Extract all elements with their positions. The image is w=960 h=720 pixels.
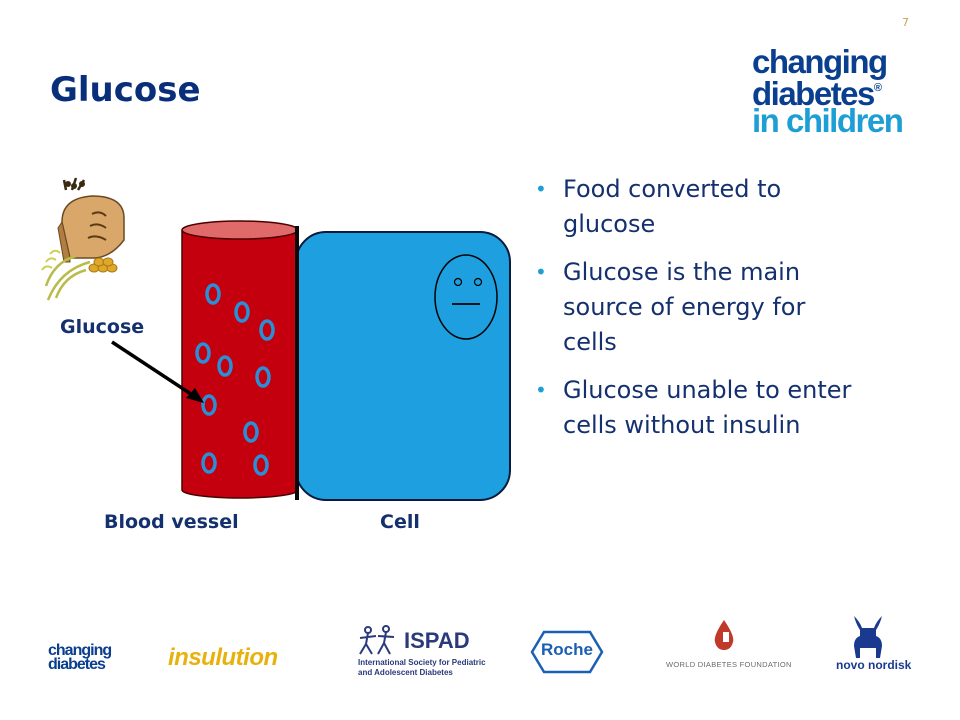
wdf-drop-icon [714,620,734,650]
bullet-item: • Food converted to glucose [535,172,865,242]
glucose-molecule-icon [234,301,250,323]
glucose-molecules [195,283,275,476]
registered-mark: ® [873,82,882,94]
glucose-molecule-icon [259,319,275,341]
bread-grain-icon [41,177,125,301]
glucose-molecule-icon [201,394,217,416]
slide-number: 7 [902,16,909,29]
glucose-diagram [41,177,511,501]
novo-nordisk-bull-icon [854,616,882,658]
wdf-logo-text: WORLD DIABETES FOUNDATION [666,660,792,669]
novo-nordisk-logo: novo nordisk [836,658,912,672]
bullet-dot-icon: • [535,260,547,284]
glucose-molecule-icon [217,355,233,377]
roche-hexagon-icon [530,630,604,674]
glucose-molecule-icon [195,342,211,364]
bullet-item: • Glucose unable to enter cells without i… [535,373,865,443]
ispad-logo-name: ISPAD [404,628,470,653]
glucose-label: Glucose [60,316,145,338]
smiley-face-icon [434,254,498,340]
glucose-molecule-icon [201,452,217,474]
blood-vessel-label: Blood vessel [104,511,239,533]
bullet-item: • Glucose is the main source of energy fo… [535,255,865,360]
glucose-molecule-icon [243,421,259,443]
bullet-dot-icon: • [535,378,547,402]
bullet-list: • Food converted to glucose • Glucose is t… [535,172,865,456]
brand-logo-line1: changing [752,43,888,80]
ispad-logo-subtitle-2: and Adolescent Diabetes [358,668,453,677]
changing-diabetes-in-children-logo: changing diabetes® in children [752,43,922,139]
footer-logos: changing diabetes insulution ISPAD Inter… [0,600,960,710]
bullet-dot-icon: • [535,177,547,201]
blood-vessel-shape [181,220,299,499]
changing-diabetes-line1: changing [48,642,112,659]
brand-logo-line2: diabetes [752,75,875,112]
brand-logo-line3: in children [752,102,904,139]
bullet-text: Food converted to glucose [563,175,782,238]
ispad-figures-icon [359,625,395,655]
changing-diabetes-line2: diabetes [48,656,106,673]
changing-diabetes-logo: changing diabetes [48,642,112,673]
bullet-text: Glucose is the main source of energy for… [563,258,806,356]
cell-label: Cell [380,511,420,533]
glucose-molecule-icon [253,454,269,476]
ispad-logo-subtitle-1: International Society for Pediatric [358,658,486,667]
glucose-molecule-icon [205,283,221,305]
insulution-logo: insulution [168,644,278,671]
bullet-text: Glucose unable to enter cells without in… [563,376,852,439]
page-title: Glucose [50,70,201,110]
roche-logo: Roche [541,640,593,659]
arrow-icon [111,340,204,403]
glucose-molecule-icon [255,366,271,388]
